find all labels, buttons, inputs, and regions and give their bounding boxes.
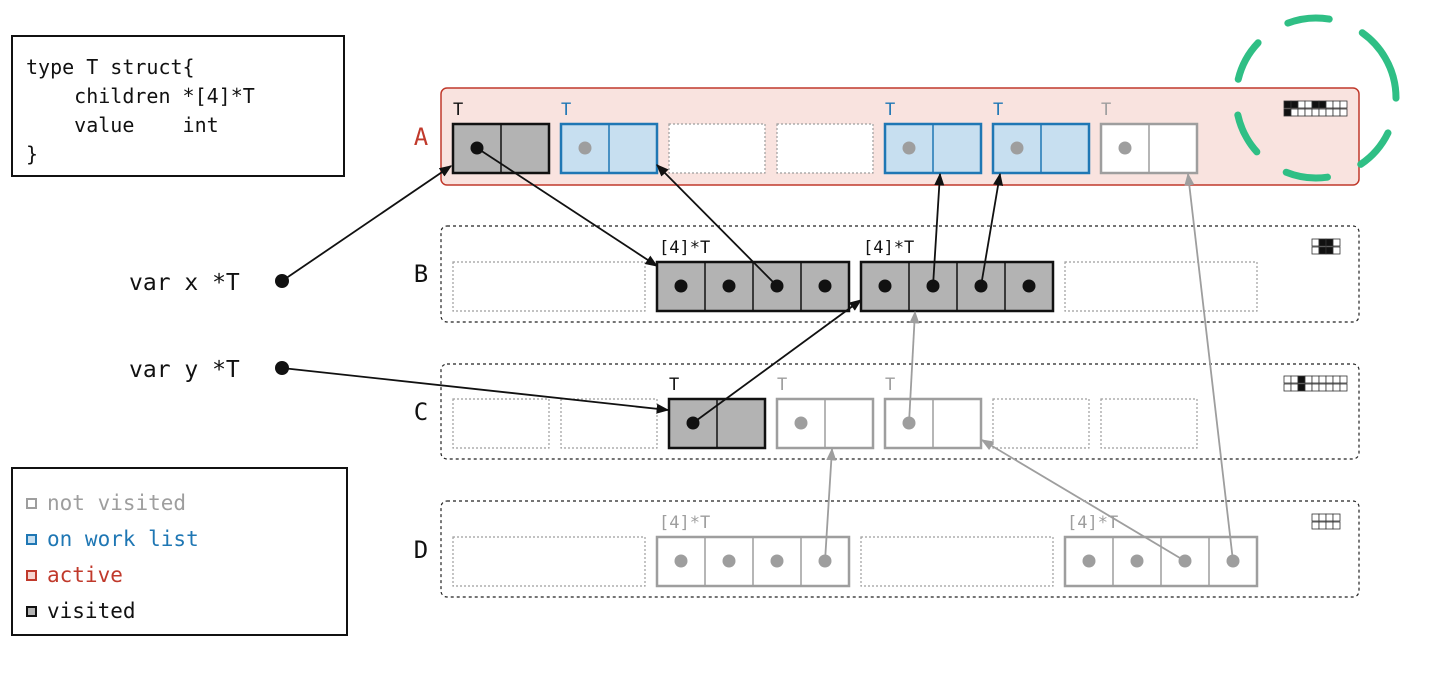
legend-swatch-active bbox=[26, 569, 37, 581]
object-d4-unvisited-array bbox=[1063, 535, 1259, 588]
span-label-b: B bbox=[414, 260, 428, 288]
struct-definition-box: type T struct{ children *[4]*T value int… bbox=[11, 35, 345, 177]
object-a5-worklist bbox=[883, 122, 983, 175]
legend-item-on-work-list: on work list bbox=[26, 521, 346, 557]
legend-item-not-visited: not visited bbox=[26, 485, 346, 521]
mark-bits-b bbox=[1311, 238, 1341, 255]
object-d2-unvisited-array bbox=[655, 535, 851, 588]
pointer-d4-to-a7 bbox=[1184, 172, 1234, 562]
object-c4-unvisited bbox=[775, 397, 875, 450]
code-line-1: type T struct{ bbox=[26, 55, 195, 79]
legend-label-on-work-list: on work list bbox=[47, 527, 199, 551]
type-label-b3: [4]*T bbox=[863, 238, 914, 258]
code-line-2: children *[4]*T bbox=[26, 84, 255, 108]
legend-swatch-on-work-list bbox=[26, 533, 37, 545]
span-label-d: D bbox=[414, 536, 428, 564]
legend-swatch-visited bbox=[26, 605, 37, 617]
pointer-x-to-a1 bbox=[281, 165, 453, 282]
pointer-d2-to-c4 bbox=[824, 447, 837, 562]
object-b3-visited-array bbox=[859, 260, 1055, 313]
type-label-a5: T bbox=[885, 100, 895, 120]
span-label-c: C bbox=[414, 398, 428, 426]
free-slot-c2 bbox=[560, 398, 658, 449]
root-var-x: var x *T bbox=[129, 270, 240, 296]
pointer-a1-to-b2 bbox=[476, 147, 659, 267]
object-a2-worklist bbox=[559, 122, 659, 175]
legend-label-active: active bbox=[47, 563, 123, 587]
free-slot-c6 bbox=[992, 398, 1090, 449]
object-a6-worklist bbox=[991, 122, 1091, 175]
type-label-c3: T bbox=[669, 375, 679, 395]
code-line-4: } bbox=[26, 142, 39, 166]
legend-swatch-not-visited bbox=[26, 497, 37, 509]
legend-item-active: active bbox=[26, 557, 346, 593]
type-label-d2: [4]*T bbox=[659, 513, 710, 533]
type-label-a2: T bbox=[561, 100, 571, 120]
object-c5-unvisited bbox=[883, 397, 983, 450]
type-label-d4: [4]*T bbox=[1067, 513, 1118, 533]
struct-definition-code: type T struct{ children *[4]*T value int… bbox=[13, 37, 343, 169]
pointer-b3-to-a5 bbox=[932, 172, 945, 287]
type-label-c5: T bbox=[885, 375, 895, 395]
object-c3-visited bbox=[667, 397, 767, 450]
free-slot-c7 bbox=[1100, 398, 1198, 449]
span-b bbox=[440, 225, 1360, 323]
span-label-a: A bbox=[414, 123, 429, 151]
type-label-a7: T bbox=[1101, 100, 1111, 120]
object-a7-unvisited bbox=[1099, 122, 1199, 175]
free-slot-a4 bbox=[776, 123, 874, 174]
legend-item-visited: visited bbox=[26, 593, 346, 629]
mark-bits-a bbox=[1283, 100, 1348, 117]
free-slot-c1 bbox=[452, 398, 550, 449]
object-a1-visited bbox=[451, 122, 551, 175]
free-slot-a3 bbox=[668, 123, 766, 174]
type-label-b2: [4]*T bbox=[659, 238, 710, 258]
pointer-c5-to-b3 bbox=[908, 310, 920, 424]
legend: not visited on work list active visited bbox=[11, 467, 348, 636]
free-slot-d1 bbox=[452, 536, 646, 587]
pointer-y-to-c3 bbox=[281, 367, 670, 414]
span-c bbox=[440, 363, 1360, 460]
pointer-b2-to-a2 bbox=[656, 164, 778, 287]
pointer-d4-to-c5 bbox=[980, 439, 1186, 562]
object-b2-visited-array bbox=[655, 260, 851, 313]
root-var-y: var y *T bbox=[129, 357, 240, 383]
free-slot-b4 bbox=[1064, 261, 1258, 312]
code-line-3: value int bbox=[26, 113, 219, 137]
mark-bits-d bbox=[1311, 513, 1341, 530]
free-slot-d3 bbox=[860, 536, 1054, 587]
sweep-progress-ring bbox=[1207, 0, 1426, 207]
type-label-a1: T bbox=[453, 100, 463, 120]
legend-label-not-visited: not visited bbox=[47, 491, 187, 515]
pointer-c3-to-b3 bbox=[692, 299, 863, 424]
free-slot-b1 bbox=[452, 261, 646, 312]
type-label-a6: T bbox=[993, 100, 1003, 120]
legend-label-visited: visited bbox=[47, 599, 136, 623]
type-label-c4: T bbox=[777, 375, 787, 395]
pointer-b3-to-a6 bbox=[980, 172, 1004, 287]
mark-bits-c bbox=[1283, 375, 1348, 392]
span-d bbox=[440, 500, 1360, 598]
